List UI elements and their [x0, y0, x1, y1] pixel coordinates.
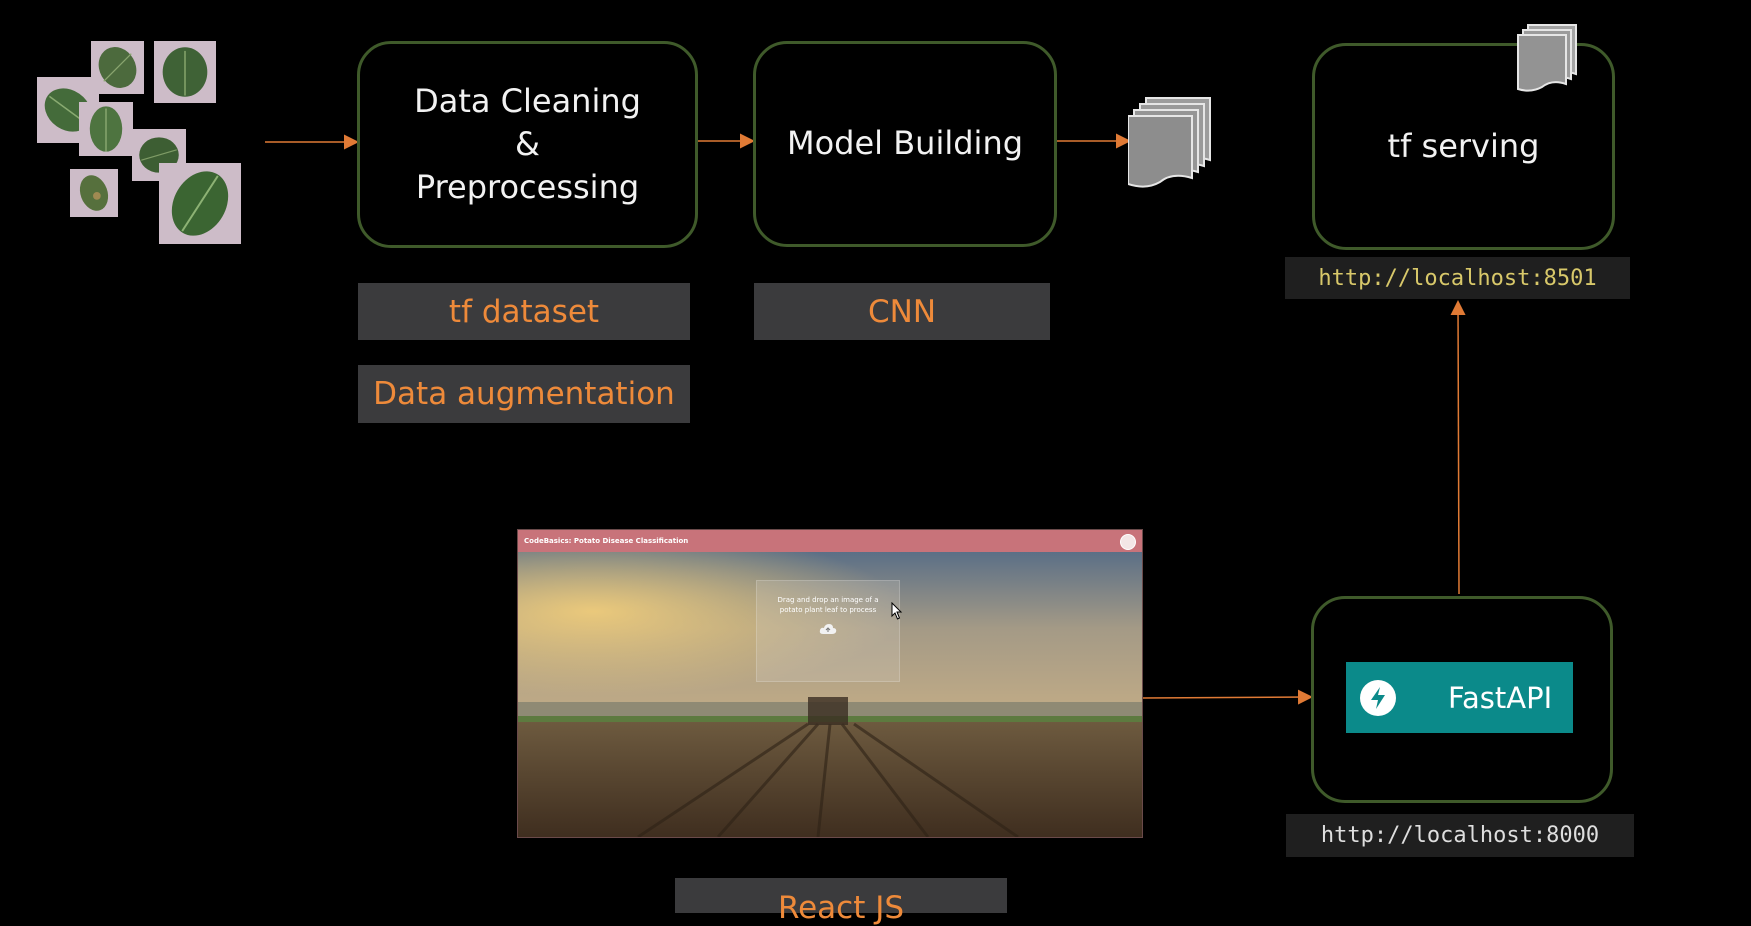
bolt-icon — [1360, 679, 1396, 716]
cnn-label: CNN — [867, 293, 937, 330]
arrow-react-to-fastapi — [1141, 689, 1313, 705]
document-stack-icon — [1517, 24, 1577, 92]
leaf-icon — [154, 41, 216, 103]
leaf-icon — [159, 163, 241, 244]
leaf-icon — [70, 169, 118, 217]
tf-dataset-tag: tf dataset — [358, 283, 690, 340]
cnn-tag: CNN — [754, 283, 1050, 340]
react-app-screenshot: CodeBasics: Potato Disease Classificatio… — [517, 529, 1143, 838]
fastapi-url: http://localhost:8000 — [1286, 814, 1634, 857]
data-augmentation-label: Data augmentation — [373, 376, 675, 412]
model-building-label: Model Building — [786, 124, 1024, 163]
cloud-upload-icon — [819, 624, 837, 635]
data-augmentation-tag: Data augmentation — [358, 365, 690, 423]
preprocessing-label: Data Cleaning & Preprocessing — [414, 81, 641, 207]
tf-serving-label: tf serving — [1387, 126, 1540, 165]
document-stack-icon — [1128, 97, 1211, 188]
field-background — [518, 552, 1142, 837]
drop-zone-text: Drag and drop an image of a potato plant… — [777, 596, 879, 615]
arrow-fastapi-to-tfserving — [1450, 300, 1466, 595]
leaf-icon — [79, 102, 133, 156]
fastapi-label: FastAPI — [1448, 680, 1553, 715]
mouse-cursor-icon — [891, 602, 903, 620]
tf-dataset-label: tf dataset — [448, 293, 600, 330]
tf-serving-url: http://localhost:8501 — [1285, 257, 1630, 299]
react-js-tag: React JS — [675, 878, 1007, 926]
image-drop-zone[interactable]: Drag and drop an image of a potato plant… — [756, 580, 900, 682]
avatar[interactable] — [1120, 534, 1136, 550]
app-header: CodeBasics: Potato Disease Classificatio… — [518, 530, 1142, 552]
react-js-label: React JS — [777, 890, 905, 926]
fastapi-url-text: http://localhost:8000 — [1320, 823, 1600, 848]
model-building-stage: Model Building — [753, 41, 1057, 247]
fastapi-badge: FastAPI — [1346, 662, 1573, 733]
leaf-icon — [91, 41, 144, 94]
app-title: CodeBasics: Potato Disease Classificatio… — [524, 537, 689, 545]
tf-serving-url-text: http://localhost:8501 — [1318, 265, 1597, 291]
preprocessing-stage: Data Cleaning & Preprocessing — [357, 41, 698, 248]
